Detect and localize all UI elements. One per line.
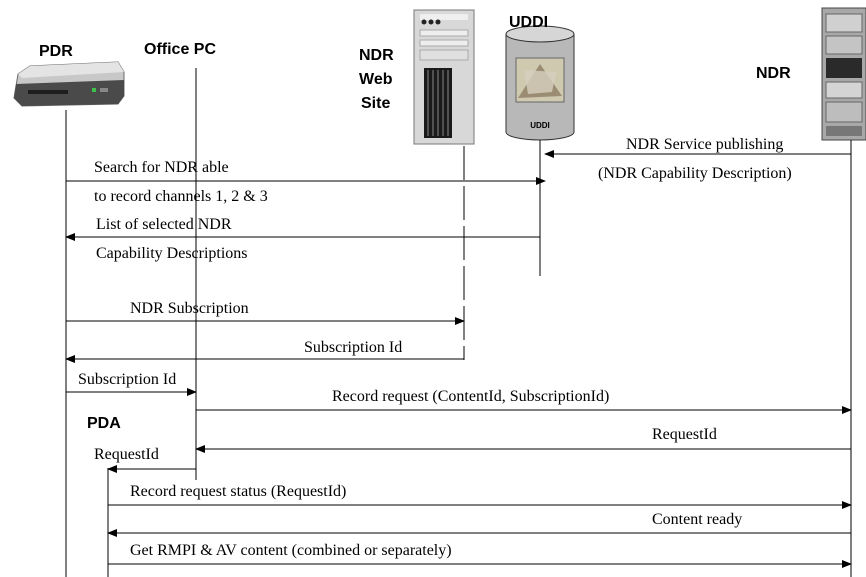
web-server-icon: [413, 9, 475, 145]
actor-pdr: PDR: [39, 43, 73, 60]
label-record-request-status: Record request status (RequestId): [130, 483, 346, 500]
label-ndr-capability-description: (NDR Capability Description): [598, 165, 792, 182]
actor-office-pc: Office PC: [144, 41, 216, 58]
uddi-database-icon: UDDI: [505, 25, 575, 141]
label-requestid-1: RequestId: [652, 426, 717, 443]
label-ndr-subscription: NDR Subscription: [130, 300, 249, 317]
label-subscription-id-1: Subscription Id: [304, 339, 402, 356]
actor-uddi: UDDI: [509, 14, 548, 31]
pdr-device-icon: [13, 61, 125, 107]
label-content-ready: Content ready: [652, 511, 742, 528]
label-get-rmpi-av-content: Get RMPI & AV content (combined or separ…: [130, 542, 452, 559]
label-requestid-2: RequestId: [94, 446, 159, 463]
label-list-of-selected-ndr: List of selected NDR: [96, 216, 232, 233]
actor-ndr-web-site-line1: NDR: [359, 47, 394, 64]
actor-ndr-web-site-line3: Site: [361, 95, 390, 112]
label-subscription-id-2: Subscription Id: [78, 371, 176, 388]
label-record-channels: to record channels 1, 2 & 3: [94, 188, 268, 205]
label-record-request: Record request (ContentId, SubscriptionI…: [332, 388, 609, 405]
label-search-for-ndr: Search for NDR able: [94, 159, 229, 176]
uddi-drum-label: UDDI: [530, 121, 550, 130]
actor-pda: PDA: [87, 415, 121, 432]
ndr-rack-icon: [821, 7, 866, 141]
label-ndr-service-publishing: NDR Service publishing: [626, 136, 783, 153]
actor-ndr: NDR: [756, 65, 791, 82]
label-capability-descriptions: Capability Descriptions: [96, 245, 248, 262]
actor-ndr-web-site-line2: Web: [359, 71, 393, 88]
